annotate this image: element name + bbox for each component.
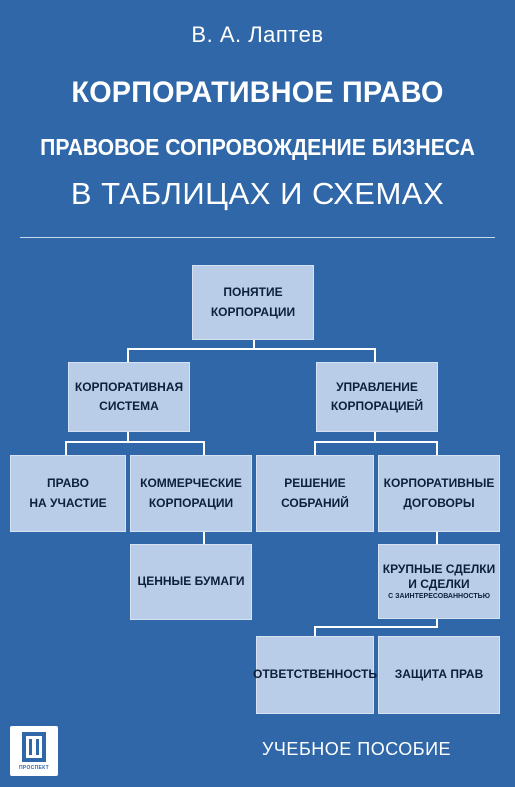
publisher-emblem-icon — [22, 732, 46, 762]
connector — [436, 441, 438, 455]
connector — [314, 626, 316, 636]
divider-line — [20, 237, 495, 238]
box-major-deals: КРУПНЫЕ СДЕЛКИ И СДЕЛКИ С ЗАИНТЕРЕСОВАНН… — [378, 544, 500, 619]
subtitle-line-1: ПРАВОВОЕ СОПРОВОЖДЕНИЕ БИЗНЕСА — [40, 134, 475, 160]
book-type-label: УЧЕБНОЕ ПОСОБИЕ — [262, 739, 452, 759]
book-title: КОРПОРАТИВНОЕ ПРАВО — [71, 76, 444, 109]
box-corporate-contracts: КОРПОРАТИВНЫЕ ДОГОВОРЫ — [378, 455, 500, 532]
connector — [253, 340, 255, 349]
connector — [65, 441, 205, 443]
box-rights-protection: ЗАЩИТА ПРАВ — [378, 636, 500, 714]
box-corporation-concept: ПОНЯТИЕ КОРПОРАЦИИ — [192, 265, 314, 340]
subtitle-line-2: В ТАБЛИЦАХ И СХЕМАХ — [70, 176, 445, 211]
connector — [65, 441, 67, 455]
connector — [127, 431, 129, 442]
connector — [374, 348, 376, 362]
box-meeting-decisions: РЕШЕНИЕ СОБРАНИЙ — [256, 455, 374, 532]
connector — [436, 530, 438, 544]
connector — [203, 530, 205, 544]
box-corporate-system: КОРПОРАТИВНАЯ СИСТЕМА — [68, 362, 190, 432]
connector — [314, 441, 316, 455]
author-name: В. А. Лаптев — [191, 22, 324, 47]
connector — [314, 626, 438, 628]
publisher-logo: ПРОСПЕКТ — [10, 726, 58, 776]
box-corporate-management: УПРАВЛЕНИЕ КОРПОРАЦИЕЙ — [316, 362, 438, 432]
box-commercial-corporations: КОММЕРЧЕСКИЕ КОРПОРАЦИИ — [130, 455, 252, 532]
connector — [127, 348, 376, 350]
publisher-name: ПРОСПЕКТ — [19, 765, 49, 771]
connector — [127, 348, 129, 362]
box-securities: ЦЕННЫЕ БУМАГИ — [130, 544, 252, 620]
connector — [374, 431, 376, 442]
connector — [314, 441, 438, 443]
box-participation-right: ПРАВО НА УЧАСТИЕ — [10, 455, 126, 532]
connector — [436, 617, 438, 627]
box-liability: ОТВЕТСТВЕННОСТЬ — [253, 636, 377, 714]
connector — [203, 441, 205, 455]
